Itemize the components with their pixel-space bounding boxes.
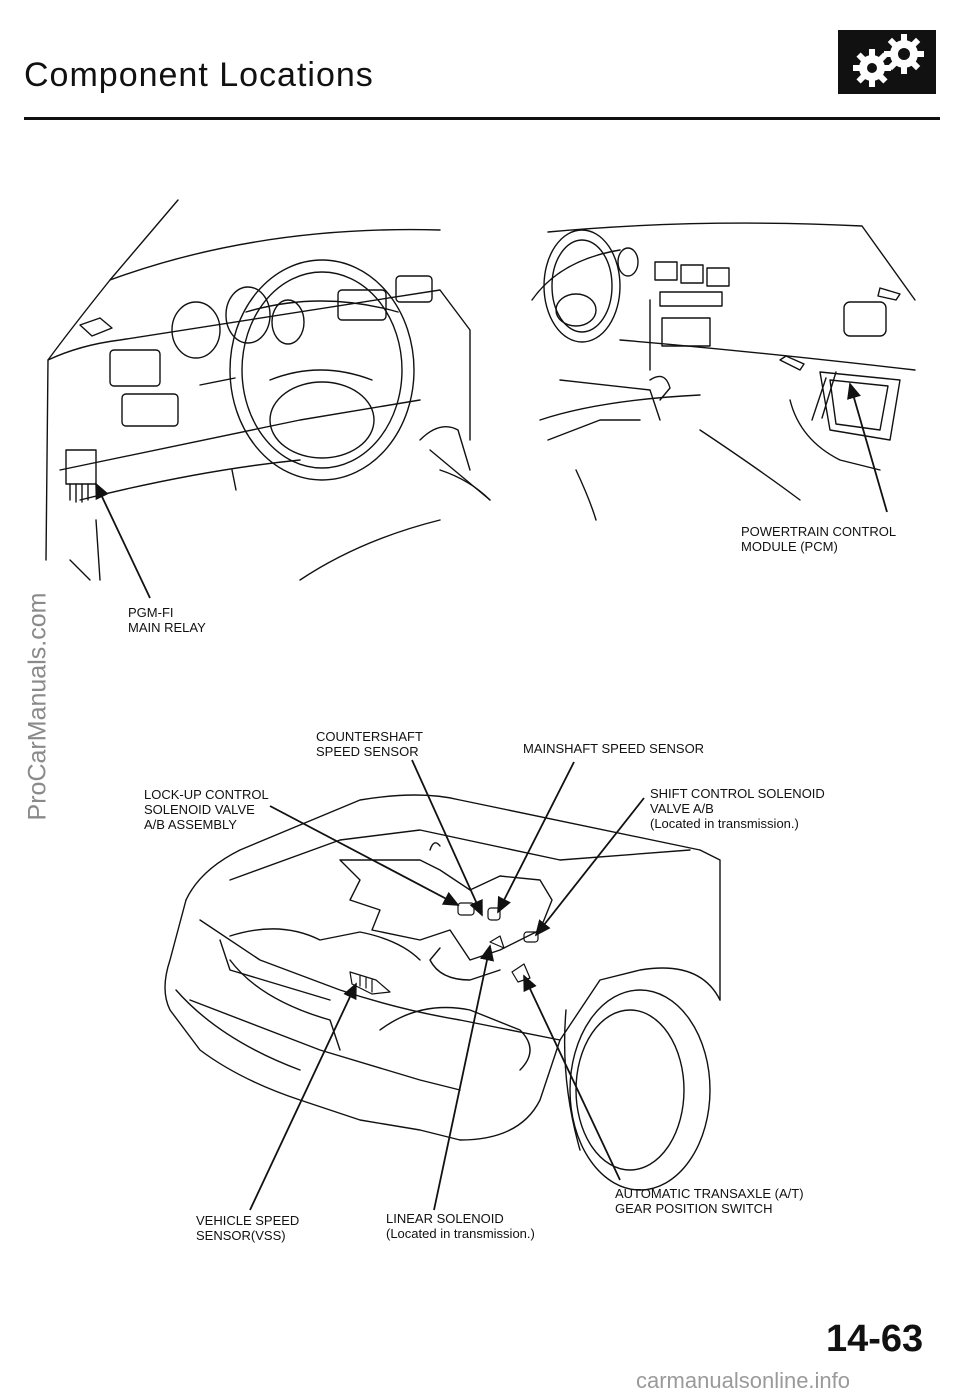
lockup-leader: [269, 805, 460, 906]
right-dashboard-illustration: [531, 222, 916, 521]
left-dashboard-illustration: [45, 199, 491, 581]
engine-parts: [349, 902, 539, 995]
title-rule: [24, 117, 940, 120]
page-number: 14-63: [826, 1318, 924, 1360]
atgps-leader: [523, 974, 621, 1181]
bottom-watermark: carmanualsonline.info: [636, 1368, 851, 1393]
pcm-leader: [847, 382, 888, 513]
countershaft-leader: [411, 759, 483, 917]
page-title: Component Locations: [24, 56, 374, 94]
atgps-label: AUTOMATIC TRANSAXLE (A/T)GEAR POSITION S…: [615, 1186, 804, 1216]
mainshaft-leader: [497, 761, 575, 914]
linear-leader: [433, 944, 495, 1211]
linear-solenoid-label: LINEAR SOLENOID(Located in transmission.…: [386, 1211, 535, 1241]
shift-control-leader: [534, 797, 645, 937]
pgm-fi-leader: [95, 482, 151, 599]
gears-icon: [838, 30, 936, 94]
vss-leader: [249, 982, 357, 1211]
car-illustration: [164, 794, 721, 1191]
mainshaft-label: MAINSHAFT SPEED SENSOR: [523, 741, 705, 756]
